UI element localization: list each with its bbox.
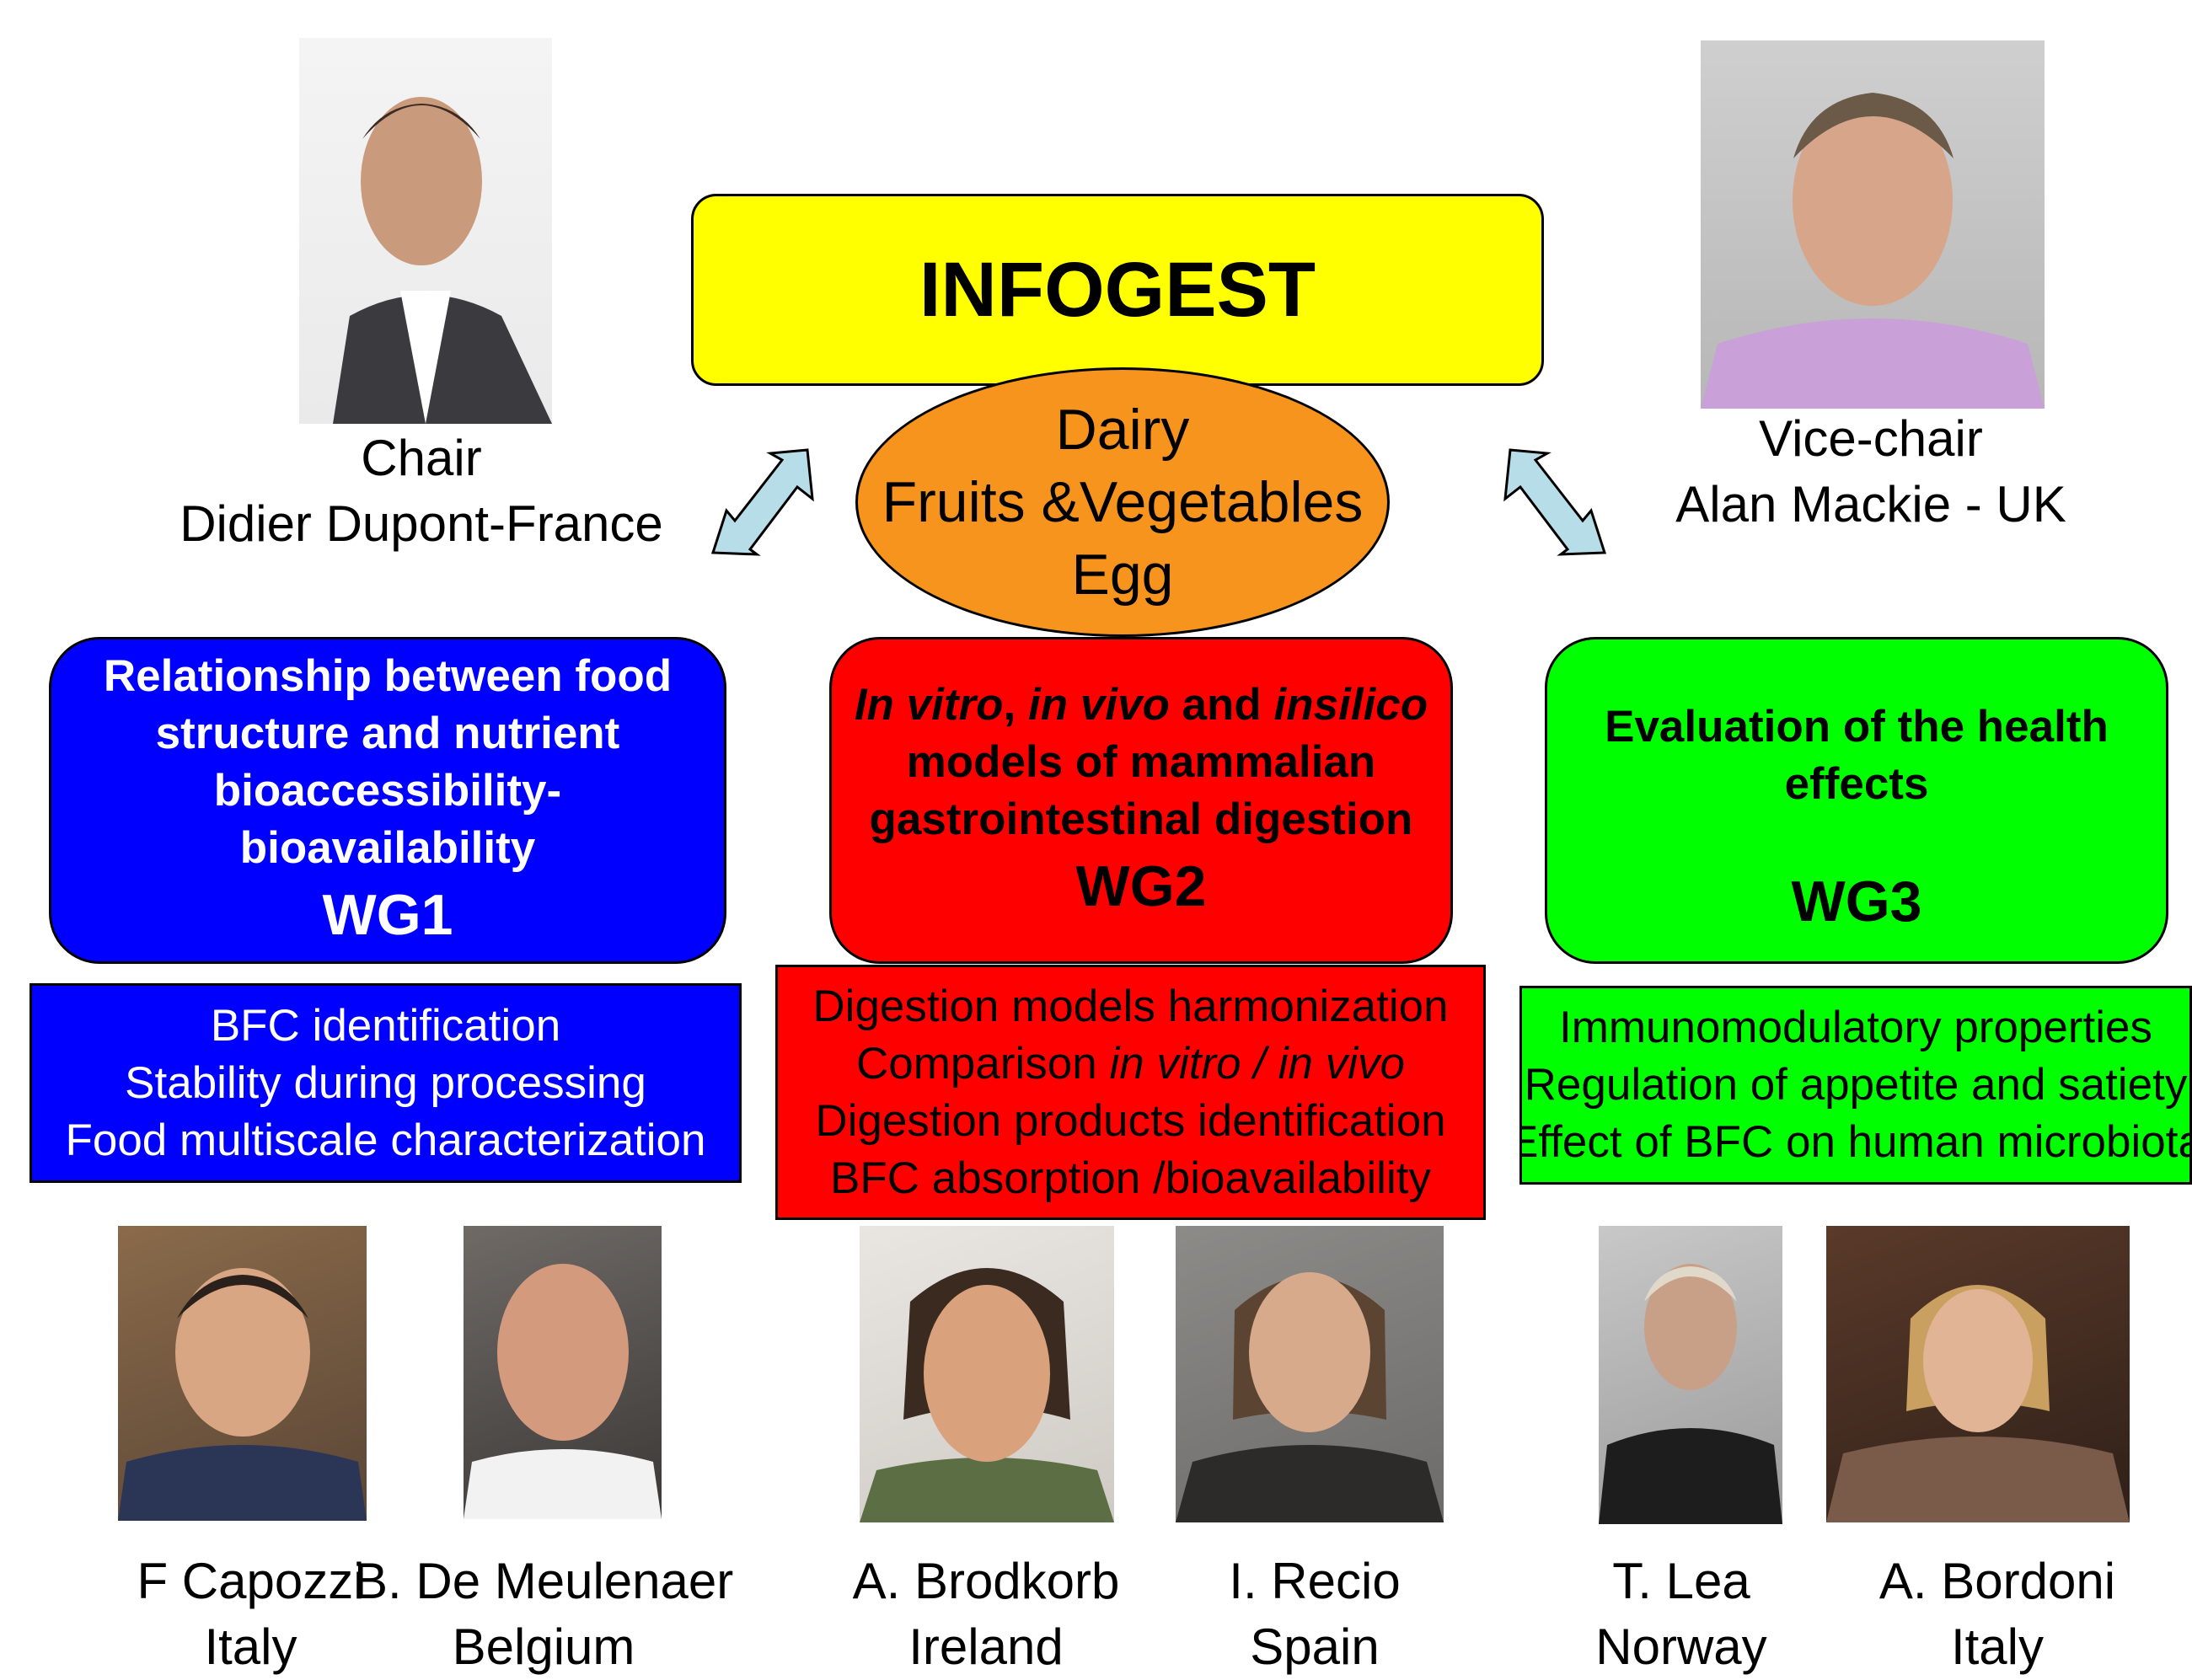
- vice-chair-photo: [1701, 40, 2045, 409]
- wg2-task: Digestion models harmonization: [812, 981, 1449, 1031]
- member-photo-capozzi: [118, 1226, 367, 1521]
- wg1-desc-line: bioaccessibility-: [213, 766, 562, 816]
- wg2-desc-in-vivo: in vivo: [1027, 680, 1170, 730]
- member-photo-lea: [1599, 1226, 1782, 1524]
- infogest-title-box: INFOGEST: [691, 194, 1544, 386]
- wg1-desc-line: structure and nutrient: [155, 709, 620, 758]
- wg2-desc-line: models of mammalian: [906, 737, 1376, 787]
- food-dairy: Dairy: [1055, 398, 1190, 462]
- wg3-description: Evaluation of the health effects: [1605, 698, 2109, 813]
- wg2-desc-and: and: [1169, 680, 1274, 730]
- wg2-desc-in-silico: insilico: [1273, 680, 1428, 730]
- wg1-task: Stability during processing: [125, 1057, 646, 1108]
- member-photo-recio: [1176, 1226, 1444, 1522]
- member-country: Ireland: [908, 1618, 1064, 1675]
- member-name: A. Brodkorb: [852, 1553, 1120, 1609]
- member-recio: I. Recio Spain: [1180, 1549, 1450, 1680]
- left-double-arrow-icon: [710, 448, 814, 556]
- wg2-description: In vitro, in vivo and insilico models of…: [855, 677, 1428, 848]
- food-fruits-vegetables: Fruits &Vegetables: [882, 470, 1364, 534]
- wg1-task: Food multiscale characterization: [65, 1115, 706, 1165]
- member-name: I. Recio: [1229, 1553, 1401, 1609]
- wg2-desc-in-vitro: In vitro: [854, 680, 1004, 730]
- wg1-desc-line: bioavailability: [239, 823, 536, 873]
- chair-name: Didier Dupont-France: [180, 495, 663, 552]
- wg2-desc-line: In vitro, in vivo and insilico: [855, 677, 1428, 734]
- member-capozzi: F Capozzi Italy: [126, 1549, 375, 1680]
- vice-chair-role: Vice-chair: [1759, 410, 1983, 467]
- vice-chair-name: Alan Mackie - UK: [1675, 476, 2066, 532]
- wg2-task: Digestion products identification: [815, 1095, 1446, 1146]
- wg2-task-comparison: Comparison: [856, 1038, 1110, 1089]
- wg3-desc-line: Evaluation of the health: [1605, 702, 2109, 752]
- wg1-box: Relationship between food structure and …: [49, 637, 726, 964]
- wg3-task: Immunomodulatory properties: [1558, 1003, 2153, 1052]
- wg3-task: Regulation of appetite and satiety: [1524, 1060, 2188, 1110]
- member-brodkorb: A. Brodkorb Ireland: [817, 1549, 1155, 1680]
- wg3-task: Effect of BFC on human microbiota: [1519, 1117, 2192, 1167]
- member-name: T. Lea: [1612, 1553, 1750, 1609]
- member-country: Belgium: [452, 1618, 635, 1675]
- member-country: Italy: [1950, 1618, 2045, 1675]
- wg1-description: Relationship between food structure and …: [104, 648, 672, 877]
- wg2-task: Comparison in vitro / in vivo: [856, 1035, 1405, 1093]
- member-demeulenaer: B. De Meulenaer Belgium: [354, 1549, 733, 1680]
- wg3-label: WG3: [1791, 869, 1922, 934]
- member-bordoni: A. Bordoni Italy: [1829, 1549, 2166, 1680]
- wg3-box: Evaluation of the health effects WG3: [1545, 637, 2168, 964]
- member-name: A. Bordoni: [1878, 1553, 2116, 1609]
- wg2-tasks-box: Digestion models harmonization Compariso…: [775, 965, 1486, 1220]
- chair-role: Chair: [361, 430, 482, 486]
- wg2-desc-line: gastrointestinal digestion: [869, 795, 1413, 844]
- wg1-tasks-box: BFC identification Stability during proc…: [29, 983, 742, 1183]
- wg1-label: WG1: [322, 883, 453, 947]
- food-egg: Egg: [1071, 543, 1174, 607]
- right-double-arrow-icon: [1503, 448, 1607, 556]
- wg2-task-in-vitro-in-vivo: in vitro / in vivo: [1109, 1038, 1405, 1089]
- member-country: Italy: [204, 1618, 297, 1675]
- wg2-desc-sep: ,: [1003, 680, 1028, 730]
- member-photo-demeulenaer: [464, 1226, 662, 1519]
- vice-chair-label: Vice-chair Alan Mackie - UK: [1576, 406, 2166, 538]
- food-categories-ellipse: Dairy Fruits &Vegetables Egg: [855, 367, 1390, 637]
- wg2-label: WG2: [1075, 854, 1207, 918]
- member-country: Norway: [1595, 1618, 1767, 1675]
- wg3-tasks-box: Immunomodulatory properties Regulation o…: [1519, 986, 2192, 1185]
- chair-label: Chair Didier Dupont-France: [126, 425, 716, 557]
- wg3-desc-line: effects: [1784, 759, 1929, 809]
- member-name: F Capozzi: [137, 1553, 365, 1609]
- member-name: B. De Meulenaer: [354, 1553, 734, 1609]
- wg2-task: BFC absorption /bioavailability: [830, 1153, 1431, 1203]
- member-country: Spain: [1250, 1618, 1380, 1675]
- member-photo-brodkorb: [860, 1226, 1114, 1522]
- chair-photo: [299, 38, 552, 424]
- member-photo-bordoni: [1826, 1226, 2130, 1522]
- member-lea: T. Lea Norway: [1559, 1549, 1803, 1680]
- wg2-box: In vitro, in vivo and insilico models of…: [829, 637, 1453, 964]
- wg1-desc-line: Relationship between food: [103, 651, 673, 701]
- infogest-title: INFOGEST: [919, 246, 1316, 333]
- wg1-task: BFC identification: [210, 1000, 561, 1051]
